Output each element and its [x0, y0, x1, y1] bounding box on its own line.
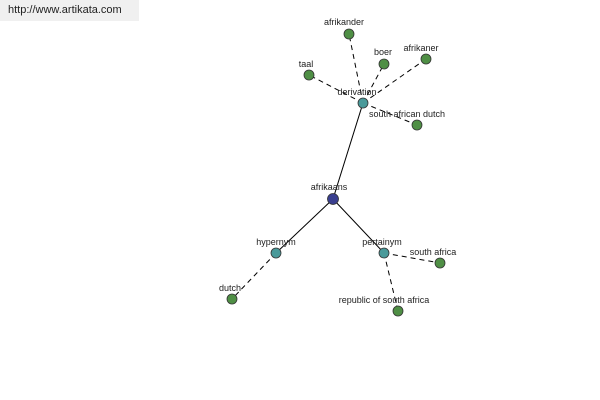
node-derivation-label: derivation: [337, 87, 376, 97]
node-south-african-dutch-dot[interactable]: [411, 119, 423, 131]
node-south-africa-label: south africa: [410, 247, 457, 257]
node-derivation-dot[interactable]: [357, 97, 369, 109]
node-afrikander[interactable]: afrikander: [324, 17, 364, 40]
node-pertainym-dot[interactable]: [378, 247, 390, 259]
node-hypernym-label: hypernym: [256, 237, 296, 247]
node-south-african-dutch[interactable]: south african dutch: [369, 109, 445, 131]
node-taal-dot[interactable]: [303, 69, 315, 81]
edge-pertainym-republic-of-south-africa: [383, 252, 399, 312]
edge-derivation-afrikaner: [362, 58, 427, 104]
node-republic-of-south-africa-dot[interactable]: [392, 305, 404, 317]
node-pertainym-label: pertainym: [362, 237, 402, 247]
node-dutch[interactable]: dutch: [219, 283, 241, 305]
node-afrikaner-label: afrikaner: [403, 43, 438, 53]
node-hypernym-dot[interactable]: [270, 247, 282, 259]
node-dutch-dot[interactable]: [226, 293, 238, 305]
node-afrikaans[interactable]: afrikaans: [311, 182, 348, 205]
node-boer-label: boer: [374, 47, 392, 57]
node-afrikaner-dot[interactable]: [420, 53, 432, 65]
node-afrikaner[interactable]: afrikaner: [403, 43, 439, 65]
node-boer[interactable]: boer: [374, 47, 392, 70]
node-dutch-label: dutch: [219, 283, 241, 293]
node-south-african-dutch-label: south african dutch: [369, 109, 445, 119]
node-taal[interactable]: taal: [299, 59, 315, 81]
node-afrikaans-dot[interactable]: [327, 193, 339, 205]
node-south-africa-dot[interactable]: [434, 257, 446, 269]
node-afrikander-label: afrikander: [324, 17, 364, 27]
node-pertainym[interactable]: pertainym: [362, 237, 402, 259]
edge-afrikaans-hypernym: [275, 198, 334, 254]
node-derivation[interactable]: derivation: [337, 87, 377, 109]
node-taal-label: taal: [299, 59, 314, 69]
edge-afrikaans-pertainym: [332, 198, 385, 254]
edge-hypernym-dutch: [231, 252, 277, 300]
edge-derivation-boer: [362, 63, 385, 104]
source-url[interactable]: http://www.artikata.com: [0, 0, 139, 21]
edge-pertainym-south-africa: [383, 252, 441, 264]
edge-derivation-afrikander: [348, 33, 364, 104]
node-republic-of-south-africa[interactable]: republic of south africa: [339, 295, 430, 317]
node-hypernym[interactable]: hypernym: [256, 237, 296, 259]
edge-derivation-south-african-dutch: [362, 102, 418, 126]
node-south-africa[interactable]: south africa: [410, 247, 457, 269]
node-afrikaans-label: afrikaans: [311, 182, 348, 192]
edge-derivation-taal: [308, 74, 364, 104]
edge-afrikaans-derivation: [332, 102, 364, 200]
node-boer-dot[interactable]: [378, 58, 390, 70]
node-republic-of-south-africa-label: republic of south africa: [339, 295, 430, 305]
node-afrikander-dot[interactable]: [343, 28, 355, 40]
